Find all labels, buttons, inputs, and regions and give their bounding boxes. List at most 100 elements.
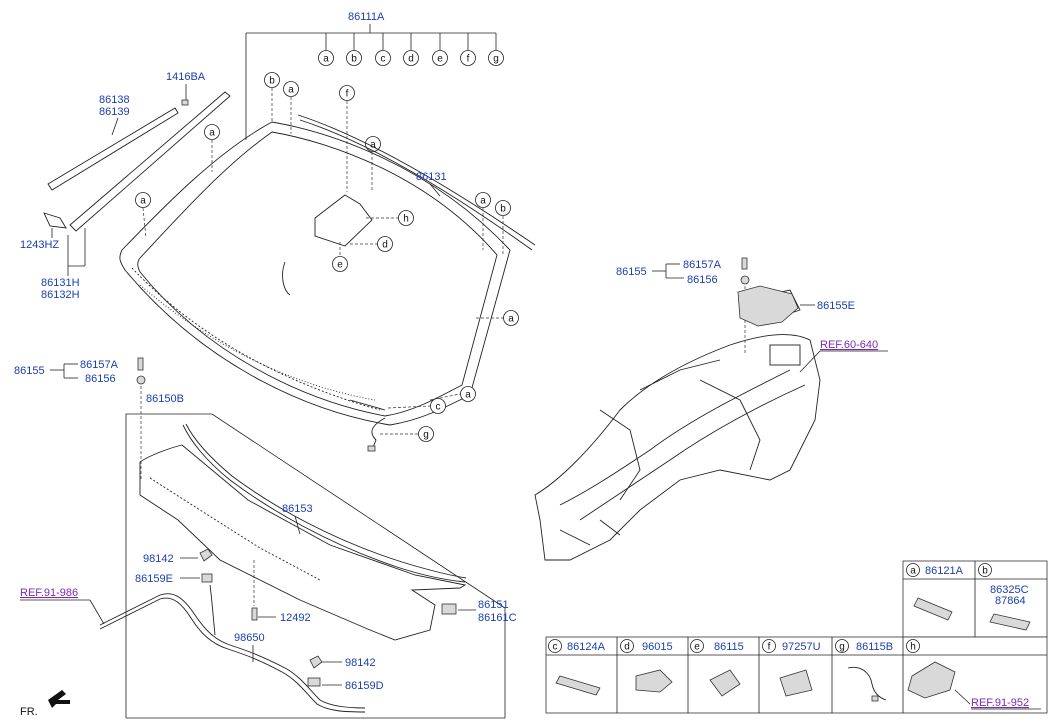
part-label-86156-right[interactable]: 86156 xyxy=(687,274,718,286)
legend-cell-h[interactable]: h REF.91-952 xyxy=(906,639,1042,710)
svg-text:86325C: 86325C xyxy=(990,584,1029,596)
nut-86156-right xyxy=(740,275,750,285)
part-label-12492[interactable]: 12492 xyxy=(280,612,311,624)
part-label-98142-b[interactable]: 98142 xyxy=(345,657,376,669)
part-label-86153[interactable]: 86153 xyxy=(282,503,313,515)
nozzle-98142-a xyxy=(199,548,213,562)
ref-link-60-640[interactable]: REF.60-640 xyxy=(820,339,878,351)
sensor-connector xyxy=(367,445,376,452)
legend-cell-b[interactable]: b 86325C 87864 xyxy=(978,563,1031,631)
nozzle-98142-b xyxy=(309,655,323,669)
svg-text:a: a xyxy=(140,196,146,207)
callout-a-glass-mid[interactable] xyxy=(365,136,381,152)
svg-text:e: e xyxy=(337,260,343,271)
part-label-86151[interactable]: 86151 xyxy=(478,599,509,611)
callout-e-glass[interactable] xyxy=(332,256,348,272)
legend-part-icon-g xyxy=(847,666,887,701)
svg-text:c: c xyxy=(436,402,441,413)
part-label-1243HZ[interactable]: 1243HZ xyxy=(20,239,59,251)
ref-link-91-986[interactable]: REF.91-986 xyxy=(20,587,78,599)
callout-a-glass-right[interactable] xyxy=(475,192,491,208)
callout-d-glass[interactable] xyxy=(377,236,393,252)
callout-b-top[interactable]: b xyxy=(346,50,362,66)
svg-text:c: c xyxy=(381,54,386,65)
legend-cell-d[interactable]: d 96015 xyxy=(620,639,673,693)
part-label-86111A[interactable]: 86111A xyxy=(348,11,385,23)
legend-part-icon-f xyxy=(779,669,813,697)
callout-c-glass[interactable] xyxy=(430,398,446,414)
part-label-1416BA[interactable]: 1416BA xyxy=(166,71,206,83)
part-label-86161C[interactable]: 86161C xyxy=(478,612,517,624)
legend-cell-a[interactable]: a 86121A xyxy=(906,563,964,621)
callout-c-top[interactable]: c xyxy=(375,50,391,66)
part-label-86159D[interactable]: 86159D xyxy=(345,680,384,692)
body-structure-front[interactable] xyxy=(534,289,821,561)
ref-link-91-952[interactable]: REF.91-952 xyxy=(971,697,1029,709)
svg-text:b: b xyxy=(500,204,506,215)
callout-a-glass-rightlow[interactable] xyxy=(503,310,519,326)
legend-part-icon-d xyxy=(635,669,673,693)
legend-cell-c[interactable]: c 86124A xyxy=(548,639,606,696)
bolt-86157A-left xyxy=(137,357,144,371)
callout-b-glass-right[interactable] xyxy=(495,200,511,216)
legend-cell-f[interactable]: f 97257U xyxy=(762,639,821,697)
callout-b-glass-top[interactable] xyxy=(264,72,280,88)
svg-text:86115B: 86115B xyxy=(856,641,893,653)
svg-text:97257U: 97257U xyxy=(782,641,821,653)
svg-text:86124A: 86124A xyxy=(567,641,606,653)
callout-a-glass-left[interactable] xyxy=(204,124,220,140)
svg-text:96015: 96015 xyxy=(642,641,673,653)
legend-part-icon-b xyxy=(989,613,1031,631)
part-label-86138[interactable]: 86138 xyxy=(99,94,130,106)
legend-part-icon-a xyxy=(913,597,953,621)
callout-d-top[interactable]: d xyxy=(403,50,419,66)
bracket-86155E[interactable] xyxy=(737,285,799,327)
callout-a-top[interactable]: a xyxy=(318,50,334,66)
callout-f-top[interactable]: f xyxy=(460,50,476,66)
svg-text:e: e xyxy=(437,54,443,65)
part-label-86132H[interactable]: 86132H xyxy=(41,289,80,301)
svg-text:a: a xyxy=(508,314,514,325)
side-moulding-left[interactable] xyxy=(43,91,231,232)
legend-part-icon-c xyxy=(555,675,601,696)
legend-cell-e[interactable]: e 86115 xyxy=(690,639,744,697)
svg-text:86121A: 86121A xyxy=(925,565,964,577)
callout-a-glass-bottom[interactable] xyxy=(460,386,476,402)
callout-bracket-86111A: 86111A xyxy=(245,11,497,140)
svg-text:b: b xyxy=(269,76,275,87)
upper-moulding-86131[interactable] xyxy=(297,114,536,251)
callout-e-top[interactable]: e xyxy=(432,50,448,66)
svg-text:g: g xyxy=(493,54,499,65)
screw-12492 xyxy=(251,607,258,621)
washer-hose-98650[interactable] xyxy=(99,584,366,713)
part-label-98650[interactable]: 98650 xyxy=(234,632,265,644)
legend-cell-g[interactable]: g 86115B xyxy=(835,639,894,702)
part-label-86157A-left[interactable]: 86157A xyxy=(80,359,119,371)
clip-1416BA xyxy=(181,99,189,106)
part-label-86150B[interactable]: 86150B xyxy=(146,393,184,405)
callout-f-glass[interactable] xyxy=(339,85,355,101)
callout-g-glass[interactable] xyxy=(418,426,434,442)
part-label-86155-right[interactable]: 86155 xyxy=(616,266,647,278)
callout-a-glass-leftside[interactable] xyxy=(135,192,151,208)
part-label-86156-left[interactable]: 86156 xyxy=(85,373,116,385)
callout-a-glass-top[interactable] xyxy=(283,81,299,97)
callout-g-top[interactable]: g xyxy=(488,50,504,66)
part-label-86157A-right[interactable]: 86157A xyxy=(683,259,722,271)
front-direction-label: FR. xyxy=(20,706,38,718)
windshield-glass[interactable] xyxy=(119,121,511,426)
part-label-86139[interactable]: 86139 xyxy=(99,106,130,118)
svg-text:h: h xyxy=(910,642,916,653)
part-label-86155-left[interactable]: 86155 xyxy=(14,365,45,377)
part-label-86131H[interactable]: 86131H xyxy=(41,277,80,289)
part-label-86159E[interactable]: 86159E xyxy=(135,573,173,585)
callout-h-glass[interactable] xyxy=(398,210,414,226)
cowl-box-frame xyxy=(125,413,506,719)
part-label-98142-a[interactable]: 98142 xyxy=(143,553,174,565)
svg-text:a: a xyxy=(480,196,486,207)
legend-part-icon-e xyxy=(709,669,741,697)
cowl-panel-86153[interactable] xyxy=(139,423,467,641)
part-label-86131[interactable]: 86131 xyxy=(416,171,447,183)
svg-text:h: h xyxy=(403,214,409,225)
part-label-86155E[interactable]: 86155E xyxy=(817,300,855,312)
